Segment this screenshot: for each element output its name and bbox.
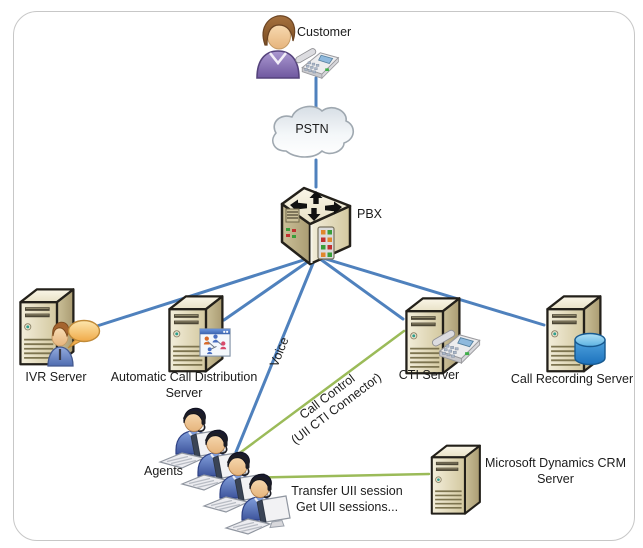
uii-session-label-line1: Transfer UII session: [291, 484, 403, 498]
acd-label-line1: Automatic Call Distribution: [110, 370, 258, 384]
crm-server-label: Microsoft Dynamics CRM Server: [478, 455, 633, 487]
acd-server-label: Automatic Call Distribution Server: [100, 369, 268, 401]
cti-server-label: CTI Server: [398, 368, 460, 382]
edge-pbx-acd: [222, 254, 318, 322]
pbx-label: PBX: [357, 207, 383, 221]
edge-pbx-ivr: [95, 254, 318, 328]
edge-pbx-recording: [314, 254, 546, 327]
ivr-person-speech-icon: [46, 316, 102, 368]
customer-label: Customer: [297, 25, 352, 39]
uii-session-edge-label: Transfer UII session Get UII sessions...: [282, 483, 412, 515]
ivr-server-label: IVR Server: [25, 370, 87, 384]
acd-window-icon: [199, 326, 232, 359]
uii-session-label-line2: Get UII sessions...: [295, 500, 399, 514]
crm-server-icon: [426, 439, 484, 517]
pbx-switch-icon: [276, 180, 356, 266]
recording-database-icon: [572, 331, 608, 367]
edge-cti-agents-call-control: [235, 329, 406, 457]
edge-pbx-cti: [314, 254, 405, 321]
diagram-border: [13, 11, 635, 541]
crm-label-line1: Microsoft Dynamics CRM: [485, 456, 626, 470]
cti-phone-icon: [428, 324, 484, 364]
agents-label: Agents: [144, 464, 183, 478]
crm-label-line2: Server: [537, 472, 574, 486]
edge-pbx-agents-voice: [234, 254, 318, 454]
customer-phone-icon: [294, 42, 340, 80]
acd-label-line2: Server: [165, 386, 203, 400]
pstn-label: PSTN: [295, 122, 329, 136]
recording-server-label: Call Recording Server: [510, 372, 634, 386]
